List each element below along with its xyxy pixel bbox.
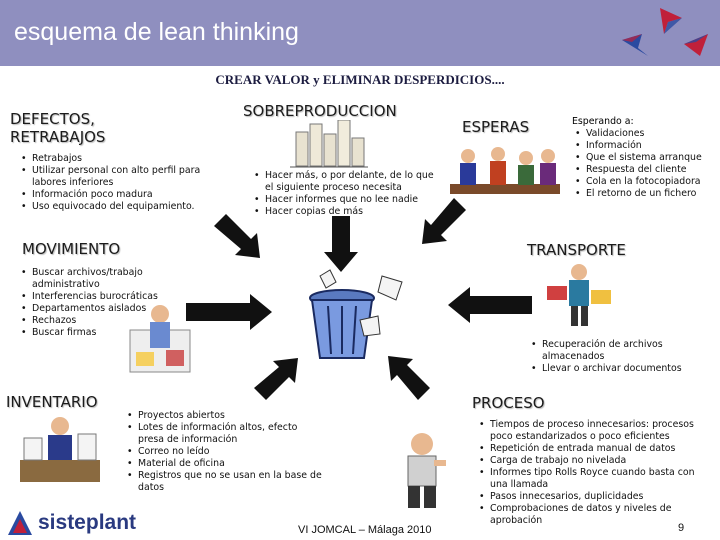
transporte-title: TRANSPORTE: [527, 241, 626, 259]
slide-title: esquema de lean thinking: [14, 18, 299, 46]
list-item: Repetición de entrada manual de datos: [478, 443, 714, 455]
people-waiting-icon: [450, 147, 560, 194]
list-item: Registros que no se usan en la base de d…: [126, 470, 326, 494]
defectos-title: DEFECTOS, RETRABAJOS: [10, 110, 106, 146]
list-item: Carga de trabajo no nivelada: [478, 455, 714, 467]
person-searching-icon: [129, 305, 191, 373]
arrow-from-esperas: [422, 198, 466, 244]
esperas-title: ESPERAS: [462, 118, 530, 136]
list-item: Departamentos aislados: [20, 303, 170, 315]
list-item: Pasos innecesarios, duplicidades: [478, 491, 714, 503]
list-item: Proyectos abiertos: [126, 410, 326, 422]
list-item: Que el sistema arranque: [574, 152, 720, 164]
list-item: Recuperación de archivos almacenados: [530, 339, 715, 363]
transporte-list: Recuperación de archivos almacenados Lle…: [530, 339, 715, 375]
header-bar: esquema de lean thinking: [0, 0, 720, 66]
sisteplant-logo-icon: [8, 511, 32, 535]
stacked-papers-icon: [290, 120, 368, 168]
list-item: Buscar firmas: [20, 327, 170, 339]
sobreproduccion-title: SOBREPRODUCCION: [243, 102, 397, 120]
list-item: Hacer más, o por delante, de lo que el s…: [253, 170, 443, 194]
arrow-from-defectos: [214, 214, 260, 258]
list-item: Uso equivocado del equipamiento.: [20, 201, 215, 213]
list-item: Retrabajos: [20, 153, 215, 165]
inventario-title: INVENTARIO: [6, 393, 98, 411]
list-item: Correo no leído: [126, 446, 326, 458]
person-carrying-files-icon: [547, 264, 611, 326]
esperas-intro: Esperando a:: [572, 116, 634, 127]
list-item: Respuesta del cliente: [574, 164, 720, 176]
movimiento-title: MOVIMIENTO: [22, 240, 121, 258]
brand-logo: sisteplant: [6, 508, 136, 538]
list-item: Informes tipo Rolls Royce cuando basta c…: [478, 467, 714, 491]
defectos-list: Retrabajos Utilizar personal con alto pe…: [20, 153, 215, 213]
list-item: Cola en la fotocopiadora: [574, 176, 720, 188]
list-item: Validaciones: [574, 128, 720, 140]
proceso-title: PROCESO: [472, 394, 545, 412]
list-item: Llevar o archivar documentos: [530, 363, 715, 375]
inventario-list: Proyectos abiertos Lotes de información …: [126, 410, 326, 494]
brand-name: sisteplant: [38, 511, 137, 534]
page-number: 9: [678, 522, 685, 534]
proceso-list: Tiempos de proceso innecesarios: proceso…: [478, 419, 714, 527]
list-item: Hacer informes que no lee nadie: [253, 194, 443, 206]
list-item: Tiempos de proceso innecesarios: proceso…: [478, 419, 714, 443]
arrow-from-proceso: [388, 356, 430, 400]
arrow-from-movimiento: [186, 294, 272, 330]
list-item: Buscar archivos/trabajo administrativo: [20, 267, 170, 291]
list-item: Lotes de información altos, efecto presa…: [126, 422, 326, 446]
sobreproduccion-list: Hacer más, o por delante, de lo que el s…: [253, 170, 443, 218]
list-item: Rechazos: [20, 315, 170, 327]
movimiento-list: Buscar archivos/trabajo administrativo I…: [20, 267, 170, 339]
list-item: Información poco madura: [20, 189, 215, 201]
esperas-list: Validaciones Información Que el sistema …: [574, 128, 720, 200]
arrow-from-transporte: [448, 287, 532, 323]
list-item: Material de oficina: [126, 458, 326, 470]
person-thinking-icon: [407, 433, 446, 508]
list-item: Interferencias burocráticas: [20, 291, 170, 303]
arrow-from-inventario: [254, 358, 298, 400]
diagram-subtitle: CREAR VALOR y ELIMINAR DESPERDICIOS....: [215, 72, 505, 87]
event-label: VI JOMCAL – Málaga 2010: [298, 524, 432, 536]
list-item: Comprobaciones de datos y niveles de apr…: [478, 503, 714, 527]
list-item: Utilizar personal con alto perfil para l…: [20, 165, 215, 189]
arrow-from-sobreproduccion: [324, 216, 358, 272]
list-item: Hacer copias de más: [253, 206, 443, 218]
list-item: El retorno de un fichero: [574, 188, 720, 200]
decorative-arrows-icon: [622, 8, 708, 56]
trash-can-icon: [309, 269, 403, 359]
list-item: Información: [574, 140, 720, 152]
person-desk-paperwork-icon: [20, 417, 100, 482]
